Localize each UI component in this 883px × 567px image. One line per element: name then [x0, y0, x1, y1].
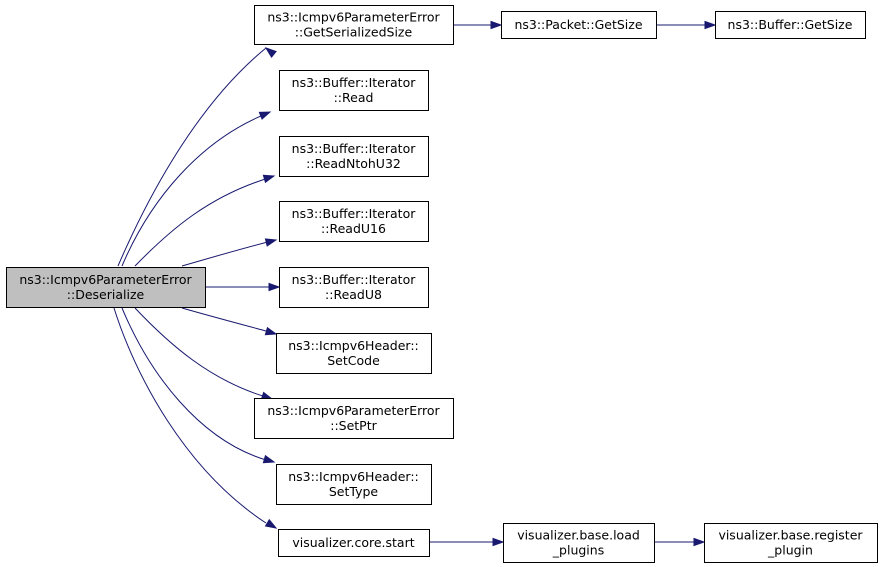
node-box	[501, 11, 657, 39]
node-label: _plugin	[767, 543, 813, 558]
node-core-start[interactable]: visualizer.core.start	[278, 529, 430, 557]
node-box	[279, 136, 429, 177]
arrowhead-icon	[693, 537, 706, 547]
edge-line	[134, 307, 267, 398]
edge-root-to-read	[121, 111, 272, 267]
arrowhead-icon	[704, 20, 717, 30]
arrowhead-icon	[490, 20, 503, 30]
edge-root-to-setcode	[181, 307, 278, 336]
node-label: ::SetPtr	[330, 418, 377, 433]
node-label: ns3::Icmpv6ParameterError	[267, 403, 440, 418]
node-label: ns3::Icmpv6Header::	[288, 338, 419, 353]
node-readntohu32[interactable]: ns3::Buffer::Iterator::ReadNtohU32	[279, 136, 429, 177]
node-readu8[interactable]: ns3::Buffer::Iterator::ReadU8	[279, 267, 429, 308]
node-label: SetType	[329, 484, 379, 499]
node-label: visualizer.base.load	[517, 528, 640, 543]
node-box	[254, 398, 454, 439]
arrowhead-icon	[264, 47, 277, 58]
edge-root-to-settype	[121, 307, 276, 464]
node-label: _plugins	[552, 543, 604, 558]
node-box	[279, 267, 429, 308]
arrowhead-icon	[262, 454, 276, 464]
node-box	[279, 201, 429, 242]
node-load-plugins[interactable]: visualizer.base.load_plugins	[503, 523, 655, 563]
nodes-layer: ns3::Icmpv6ParameterError::Deserializens…	[6, 5, 878, 563]
node-label: ns3::Icmpv6ParameterError	[267, 10, 440, 25]
node-label: ns3::Icmpv6Header::	[288, 469, 419, 484]
node-settype[interactable]: ns3::Icmpv6Header::SetType	[276, 464, 432, 505]
node-box	[503, 523, 655, 563]
node-box	[254, 5, 454, 45]
node-register-plugin[interactable]: visualizer.base.register_plugin	[704, 523, 878, 563]
node-label: ns3::Buffer::Iterator	[292, 272, 417, 287]
edge-line	[121, 112, 269, 267]
edge-root-to-setptr	[134, 307, 274, 400]
node-label: ns3::Buffer::Iterator	[292, 75, 417, 90]
edge-root-to-core_start	[113, 307, 278, 529]
edge-load_plugins-to-register_plugin	[654, 537, 706, 547]
node-label: ::ReadU8	[325, 287, 382, 302]
node-setptr[interactable]: ns3::Icmpv6ParameterError::SetPtr	[254, 398, 454, 439]
node-label: ns3::Buffer::Iterator	[292, 141, 417, 156]
node-label: ns3::Packet::GetSize	[514, 17, 642, 32]
arrowhead-icon	[492, 537, 505, 547]
node-readu16[interactable]: ns3::Buffer::Iterator::ReadU16	[279, 201, 429, 242]
edge-root-to-readu16	[181, 238, 278, 267]
edge-line	[134, 176, 273, 267]
node-label: ns3::Buffer::GetSize	[728, 17, 853, 32]
node-box	[704, 523, 878, 563]
node-root[interactable]: ns3::Icmpv6ParameterError::Deserialize	[6, 267, 206, 308]
edge-line	[181, 241, 269, 267]
edge-root-to-getserializedsize	[117, 47, 277, 267]
node-label: SetCode	[327, 353, 380, 368]
arrowhead-icon	[258, 111, 272, 120]
edge-packet_getsize-to-buffer_getsize	[656, 20, 717, 30]
node-label: ::ReadNtohU32	[306, 156, 401, 171]
node-getserializedsize[interactable]: ns3::Icmpv6ParameterError::GetSerialized…	[254, 5, 454, 45]
node-box	[276, 333, 432, 374]
node-box	[6, 267, 206, 308]
edge-root-to-readntohu32	[134, 174, 276, 267]
node-read[interactable]: ns3::Buffer::Iterator::Read	[279, 70, 429, 111]
node-packet-getsize[interactable]: ns3::Packet::GetSize	[501, 11, 657, 39]
edge-line	[113, 307, 267, 524]
node-label: ns3::Buffer::Iterator	[292, 206, 417, 221]
arrowhead-icon	[264, 518, 278, 529]
edge-line	[117, 47, 267, 267]
edge-core_start-to-load_plugins	[429, 537, 505, 547]
arrowhead-icon	[264, 238, 278, 247]
node-setcode[interactable]: ns3::Icmpv6Header::SetCode	[276, 333, 432, 374]
node-label: ::ReadU16	[321, 221, 386, 236]
edge-getserializedsize-to-packet_getsize	[453, 20, 503, 30]
node-box	[276, 464, 432, 505]
node-box	[715, 11, 866, 39]
node-label: ns3::Icmpv6ParameterError	[19, 272, 192, 287]
arrowhead-icon	[264, 326, 278, 336]
node-label: visualizer.base.register	[718, 528, 863, 543]
node-buffer-getsize[interactable]: ns3::Buffer::GetSize	[715, 11, 866, 39]
node-label: ::GetSerializedSize	[295, 25, 413, 40]
edge-root-to-readu8	[205, 282, 281, 292]
arrowhead-icon	[262, 174, 276, 184]
node-box	[278, 529, 430, 557]
node-box	[279, 70, 429, 111]
arrowhead-icon	[268, 282, 281, 292]
edges-layer	[113, 20, 717, 547]
node-label: visualizer.core.start	[292, 535, 414, 550]
edge-line	[121, 307, 267, 461]
edge-line	[181, 307, 267, 332]
node-label: ::Deserialize	[67, 287, 145, 302]
node-label: ::Read	[334, 90, 374, 105]
